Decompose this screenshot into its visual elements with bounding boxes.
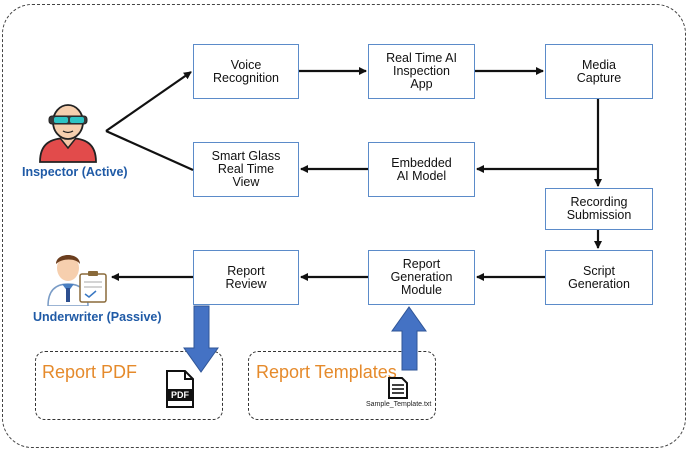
underwriter-label: Underwriter (Passive) <box>33 310 162 324</box>
voice-recognition-box: Voice Recognition <box>193 44 299 99</box>
realtime-ai-inspection-app-box: Real Time AI Inspection App <box>368 44 475 99</box>
block-arrow-review-to-pdf <box>183 305 219 373</box>
report-pdf-label: Report PDF <box>42 362 138 382</box>
template-filename: Sample_Template.txt <box>366 401 432 408</box>
pdf-file-icon: PDF <box>165 370 195 408</box>
report-templates-area <box>248 351 436 420</box>
diagram-frame <box>2 4 686 448</box>
embedded-ai-model-box: Embedded AI Model <box>368 142 475 197</box>
block-arrow-templates-to-generation <box>391 306 427 371</box>
report-pdf-area <box>35 351 223 420</box>
report-review-box: Report Review <box>193 250 299 305</box>
media-capture-box: Media Capture <box>545 44 653 99</box>
line-smartglass-to-inspector <box>105 129 194 172</box>
report-templates-label: Report Templates <box>256 362 397 382</box>
recording-submission-box: Recording Submission <box>545 188 653 230</box>
arrow-inspector-to-voice <box>105 71 192 132</box>
smart-glass-realtime-view-box: Smart Glass Real Time View <box>193 142 299 197</box>
report-generation-module-box: Report Generation Module <box>368 250 475 305</box>
underwriter-avatar-icon <box>44 248 110 307</box>
script-generation-box: Script Generation <box>545 250 653 305</box>
inspector-avatar-icon <box>32 100 104 164</box>
text-file-icon <box>388 377 408 399</box>
inspector-label: Inspector (Active) <box>22 165 128 179</box>
pdf-icon-text: PDF <box>171 390 189 400</box>
